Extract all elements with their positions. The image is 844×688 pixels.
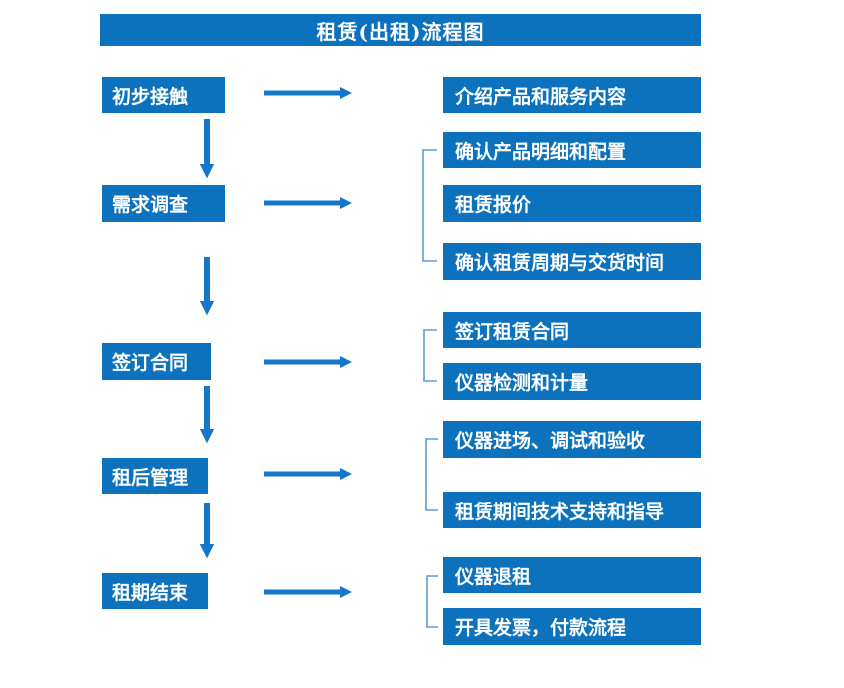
detail-box-rental-tech-support: 租赁期间技术支持和指导 — [443, 492, 701, 528]
detail-box-instrument-setup-acceptance: 仪器进场、调试和验收 — [443, 421, 701, 458]
flowchart-title-bar: 租赁(出租)流程图 — [100, 14, 701, 46]
detail-box-invoice-payment: 开具发票，付款流程 — [443, 608, 701, 645]
bracket-group-step3 — [423, 329, 437, 382]
detail-box-rental-quote: 租赁报价 — [443, 185, 701, 222]
step-box-sign-contract: 签订合同 — [102, 343, 211, 380]
bracket-group-step5 — [426, 575, 438, 628]
detail-box-introduce-products: 介绍产品和服务内容 — [443, 77, 701, 113]
detail-box-instrument-testing: 仪器检测和计量 — [443, 363, 701, 400]
bracket-group-step4 — [425, 438, 438, 511]
step-box-demand-survey: 需求调查 — [102, 185, 225, 222]
flowchart-title: 租赁(出租)流程图 — [316, 19, 485, 44]
detail-box-sign-rental-contract: 签订租赁合同 — [443, 312, 701, 348]
detail-box-instrument-return: 仪器退租 — [443, 557, 701, 593]
step-box-rental-end: 租期结束 — [102, 573, 208, 609]
detail-box-confirm-product-details: 确认产品明细和配置 — [443, 132, 701, 168]
step-box-post-rental-management: 租后管理 — [102, 458, 208, 494]
step-box-initial-contact: 初步接触 — [102, 77, 225, 113]
detail-box-confirm-rental-period: 确认租赁周期与交货时间 — [443, 243, 701, 280]
bracket-group-step2 — [422, 149, 437, 262]
